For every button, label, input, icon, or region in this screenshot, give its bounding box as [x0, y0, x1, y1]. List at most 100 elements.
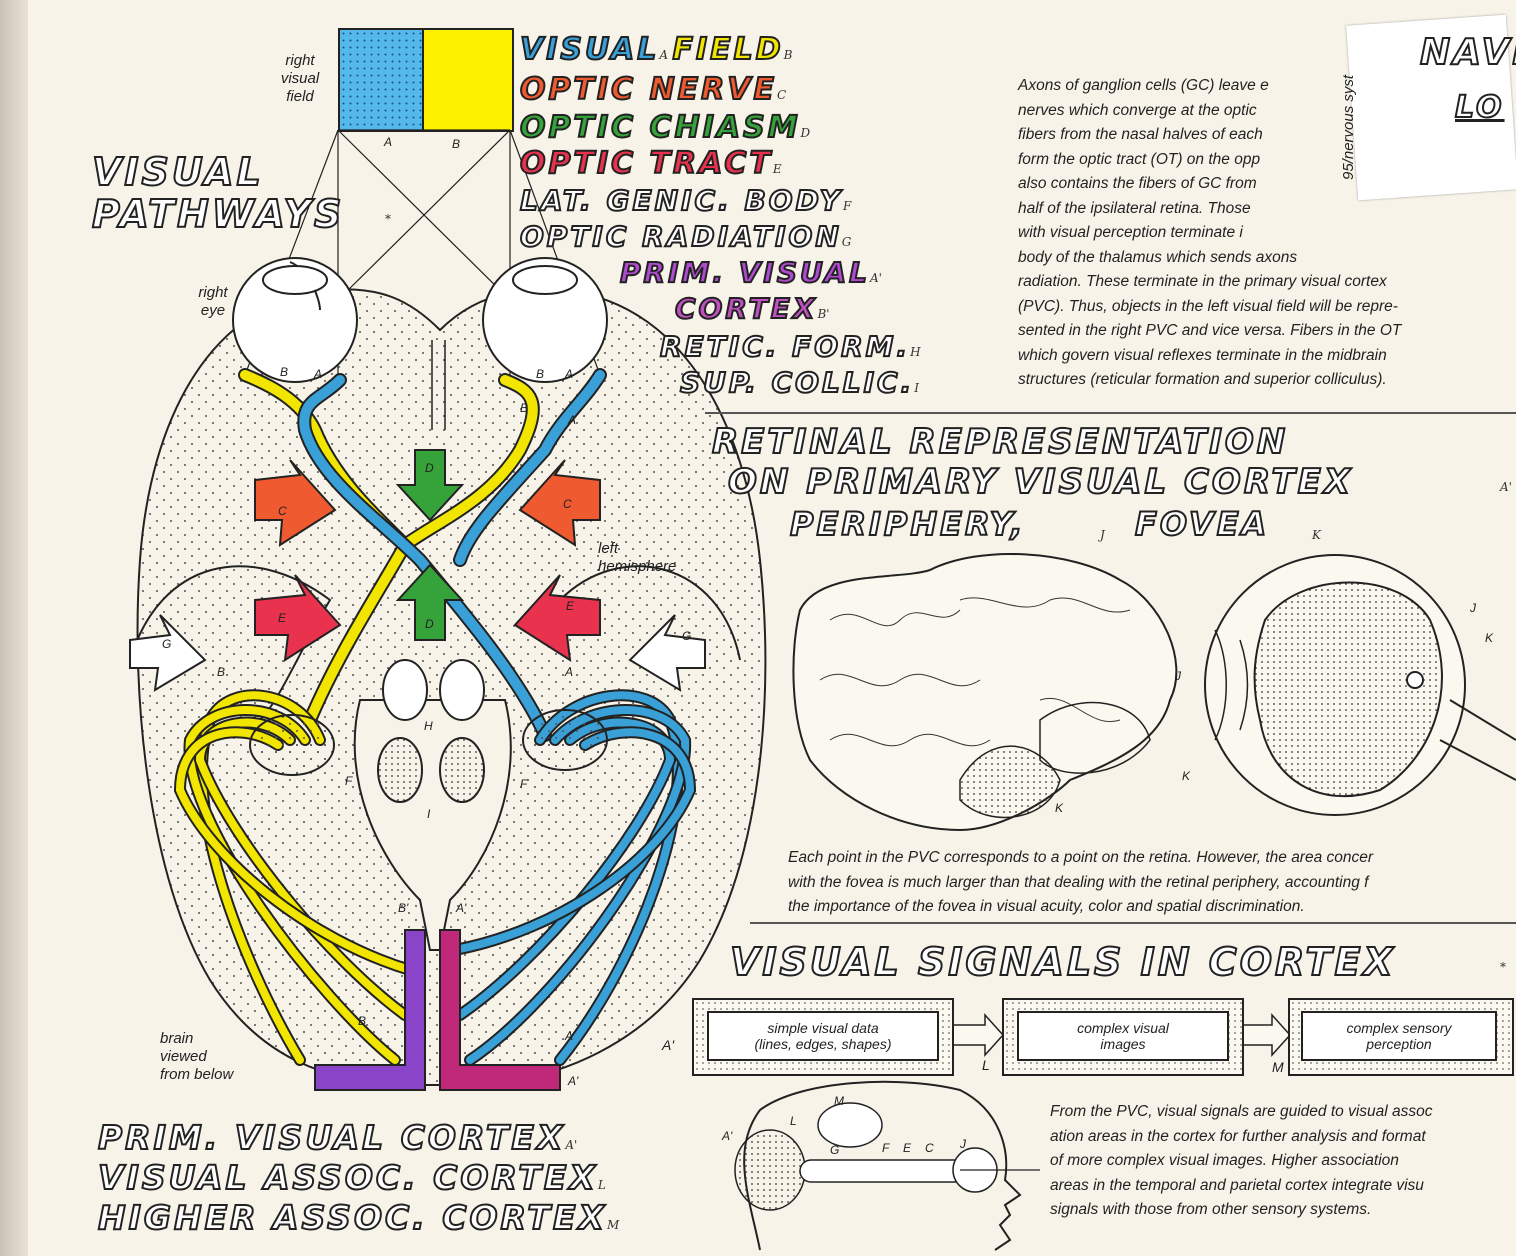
retinal-heading-2: ON PRIMARY VISUAL CORTEX [728, 462, 1353, 502]
retinal-heading-sub: A' [1500, 480, 1512, 494]
letter-b-mid: B [520, 401, 528, 415]
fovea-sub: K [1312, 528, 1321, 542]
pathway-tube [800, 1160, 970, 1182]
legend-sup-collic: SUP. COLLIC. [680, 366, 914, 399]
visual-pathways-heading-2: PATHWAYS [92, 192, 344, 236]
bottom-legend-sub-l: L [598, 1178, 606, 1192]
legend-prim-visual: PRIM. VISUAL [620, 256, 870, 289]
letter-m-head: M [834, 1094, 844, 1108]
letter-g-head: G [830, 1143, 839, 1157]
visual-pathways-heading-1: VISUAL [92, 150, 264, 194]
divider-1 [705, 412, 1516, 414]
letter-l-head: L [790, 1114, 797, 1128]
legend-optic-chiasm: OPTIC CHIASM [520, 110, 801, 145]
legend-optic-nerve: OPTIC NERVE [520, 72, 777, 107]
letter-b-eye-r: B [280, 365, 288, 379]
legend-retic-form-sub: H [910, 345, 920, 359]
flow-tag-a-prime: A' [661, 1037, 675, 1053]
letter-j-brain: J [1174, 669, 1182, 683]
letter-f-head: F [882, 1141, 890, 1155]
retinal-heading-1: RETINAL REPRESENTATION [712, 422, 1288, 462]
retinal-paragraph: Each point in the PVC corresponds to a p… [788, 846, 1516, 920]
letter-j-head: J [959, 1137, 967, 1151]
legend-optic-chiasm-sub: D [801, 126, 811, 140]
flow-tag-l: L [982, 1057, 990, 1073]
periphery-heading: PERIPHERY, [790, 505, 1026, 543]
lat-genic-body-left [523, 710, 607, 770]
bottom-legend-sub-m: M [607, 1218, 619, 1232]
flow-tag-m: M [1272, 1059, 1284, 1075]
signals-paragraph: From the PVC, visual signals are guided … [1050, 1100, 1516, 1223]
letter-h: H [424, 719, 433, 733]
periphery-sub: J [1100, 528, 1105, 542]
legend-visual: VISUAL [520, 32, 659, 67]
higher-assoc-cortex-m [818, 1103, 882, 1147]
letter-a-lgb: A [564, 665, 573, 679]
flow-arrow-1 [950, 1015, 1003, 1055]
letter-c-head: C [925, 1141, 934, 1155]
letter-g-right: G [682, 629, 691, 643]
letter-b-prime-cortex: B' [398, 901, 409, 915]
legend-optic-tract-sub: E [773, 162, 782, 176]
fovea-heading: FOVEA [1135, 505, 1269, 543]
left-hemisphere-label: left hemisphere [598, 540, 708, 576]
letter-f-right: F [520, 777, 528, 791]
flow-arrow-2 [1240, 1015, 1290, 1055]
letter-b-lgb: B [217, 665, 225, 679]
letter-c-left: C [278, 504, 287, 518]
letter-b-radiation: B [358, 1014, 366, 1028]
legend: VISUALA FIELDB OPTIC NERVEC OPTIC CHIASM… [520, 32, 940, 402]
assoc-cortex-l [735, 1130, 805, 1210]
letter-k-brain-2: K [1055, 801, 1064, 815]
bottom-legend-sub-a: A' [565, 1138, 577, 1152]
legend-visual-sub: A [659, 48, 668, 62]
visual-signals-sub: * [1500, 960, 1506, 974]
letter-b-field: B [452, 137, 460, 151]
letter-a-prime-cortex: A' [455, 901, 467, 915]
right-visual-field-label: right visual field [270, 52, 330, 106]
right-eye-label: right eye [188, 284, 238, 320]
legend-lat-genic-body-sub: F [843, 199, 851, 213]
legend-optic-radiation: OPTIC RADIATION [520, 220, 842, 253]
letter-a-field: A [383, 135, 392, 149]
letter-j-eye: J [1469, 601, 1477, 615]
legend-field-sub: B [784, 48, 793, 62]
bottom-legend-prim-visual-cortex: PRIM. VISUAL CORTEX [98, 1118, 565, 1157]
letter-g-left: G [162, 637, 171, 651]
brain-viewed-label: brain viewed from below [160, 1030, 260, 1084]
bottom-legend-visual-assoc-cortex: VISUAL ASSOC. CORTEX [98, 1158, 598, 1197]
lat-genic-body-right [250, 715, 334, 775]
fovea-point [1407, 672, 1423, 688]
letter-a-eye-r: A [313, 367, 322, 381]
letter-e-left: E [278, 611, 287, 625]
legend-prim-visual-sub: A' [870, 271, 882, 285]
letter-a-radiation: A [564, 1029, 573, 1043]
divider-2 [750, 922, 1516, 924]
letter-e-right: E [566, 599, 575, 613]
bottom-legend: PRIM. VISUAL CORTEXA' VISUAL ASSOC. CORT… [98, 1118, 738, 1248]
legend-optic-nerve-sub: C [777, 88, 786, 102]
letter-c-right: C [563, 497, 572, 511]
letter-k-eye: K [1485, 631, 1494, 645]
legend-lat-genic-body: LAT. GENIC. BODY [520, 184, 843, 217]
letter-d-top: D [425, 461, 434, 475]
letter-a-mid: A [567, 413, 576, 427]
legend-cortex: CORTEX [675, 292, 817, 325]
right-eyeball [233, 258, 357, 382]
legend-optic-radiation-sub: G [842, 235, 852, 249]
letter-f-left: F [345, 774, 353, 788]
letter-k-brain: K [1182, 769, 1191, 783]
letter-d-bottom: D [425, 617, 434, 631]
legend-field: FIELD [672, 32, 783, 67]
visual-signals-heading: VISUAL SIGNALS IN CORTEX [730, 940, 1396, 984]
legend-optic-tract: OPTIC TRACT [520, 146, 773, 181]
letter-a-prime-bottom: A' [567, 1074, 579, 1088]
legend-cortex-sub: B' [817, 307, 829, 321]
legend-retic-form: RETIC. FORM. [660, 330, 910, 363]
bottom-legend-higher-assoc-cortex: HIGHER ASSOC. CORTEX [98, 1198, 607, 1237]
visual-pathways-sub: * [385, 212, 391, 226]
flow-box-simple-inner: simple visual data(lines, edges, shapes) [707, 1011, 939, 1061]
